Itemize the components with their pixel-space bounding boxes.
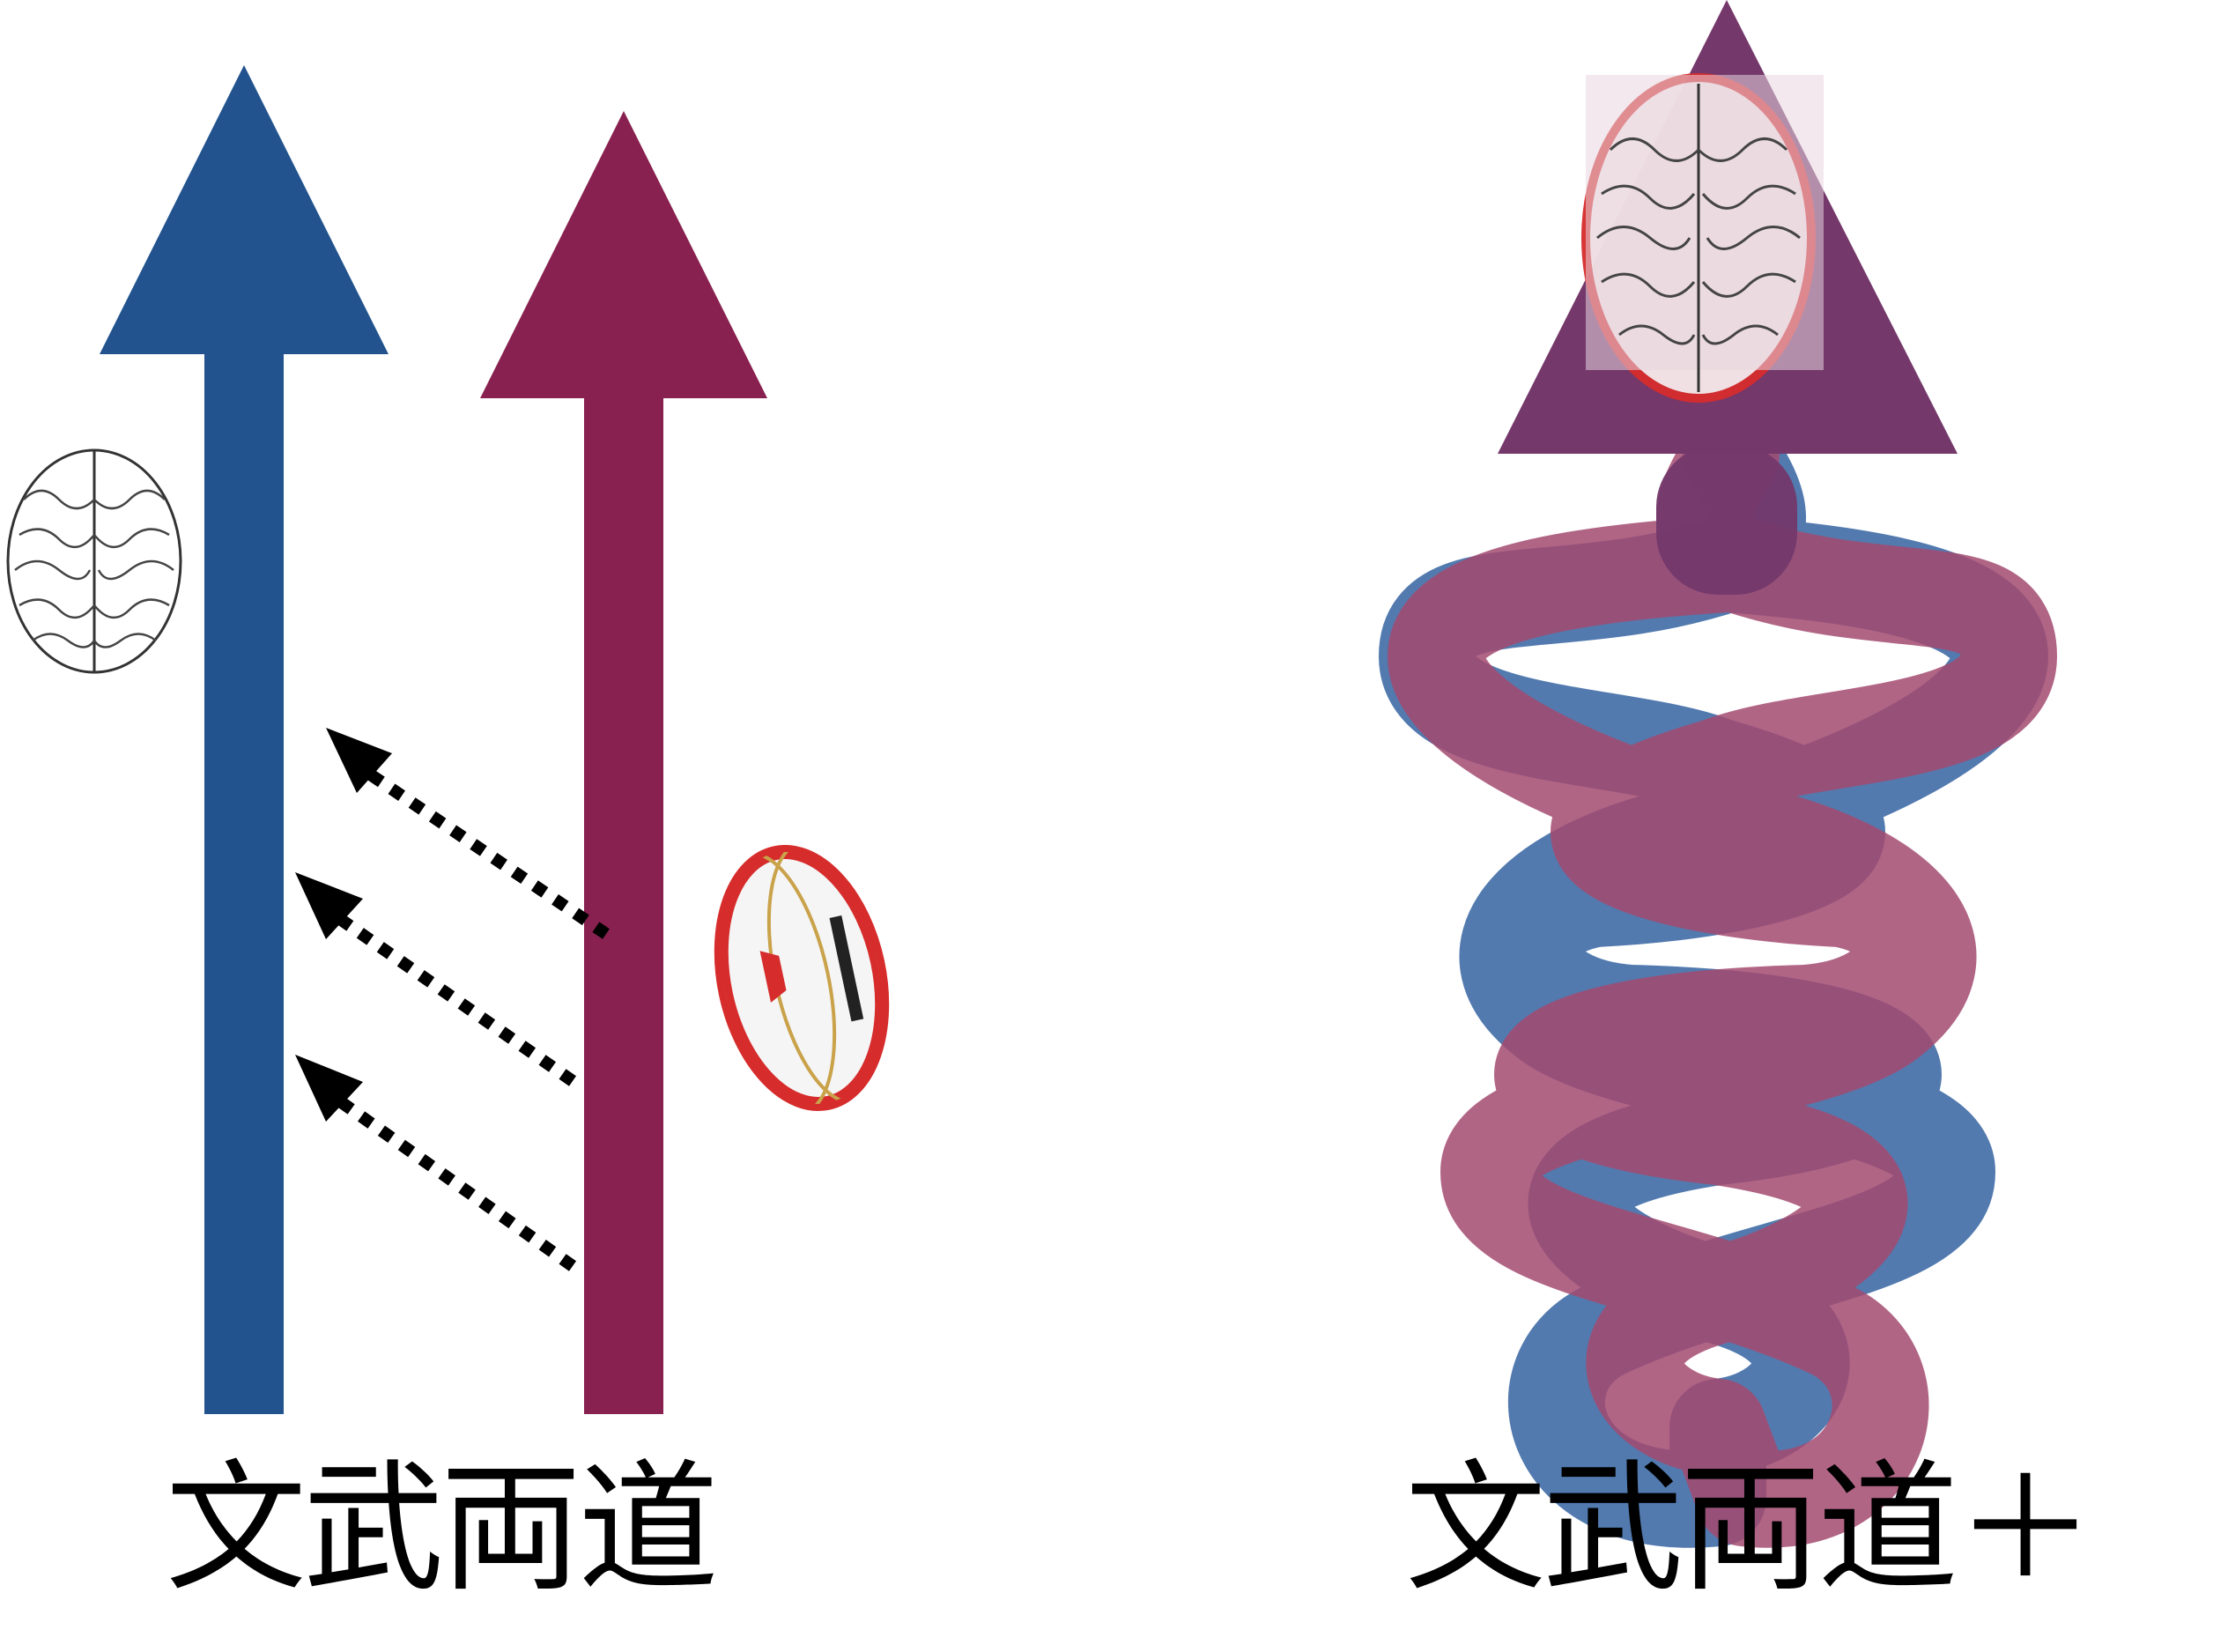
crimson-arrow-shaft [584,392,663,1414]
brain-icon [6,448,182,674]
crimson-strand [1388,405,2057,1548]
blue-arrow-shaft [204,348,284,1414]
label-bunbu-ryodo: 文武両道 [166,1446,719,1611]
dotted-arrow-2 [295,872,577,1086]
left-diagram [6,65,890,1414]
crimson-arrow [480,111,767,1414]
dotted-arrow-3 [295,1055,577,1271]
dotted-arrows [295,728,610,1271]
crimson-arrow-head [480,111,767,398]
blue-arrow-head [100,65,389,354]
rugby-ball-icon [714,841,890,1115]
helix-stem [1656,445,1797,595]
dotted-arrow-1 [326,728,610,939]
right-diagram [1379,0,2057,1548]
label-bunbu-ryodo-plus: 文武両道＋ [1405,1446,2096,1611]
blue-arrow [100,65,389,1414]
brain-ball-icon [1581,73,1824,403]
